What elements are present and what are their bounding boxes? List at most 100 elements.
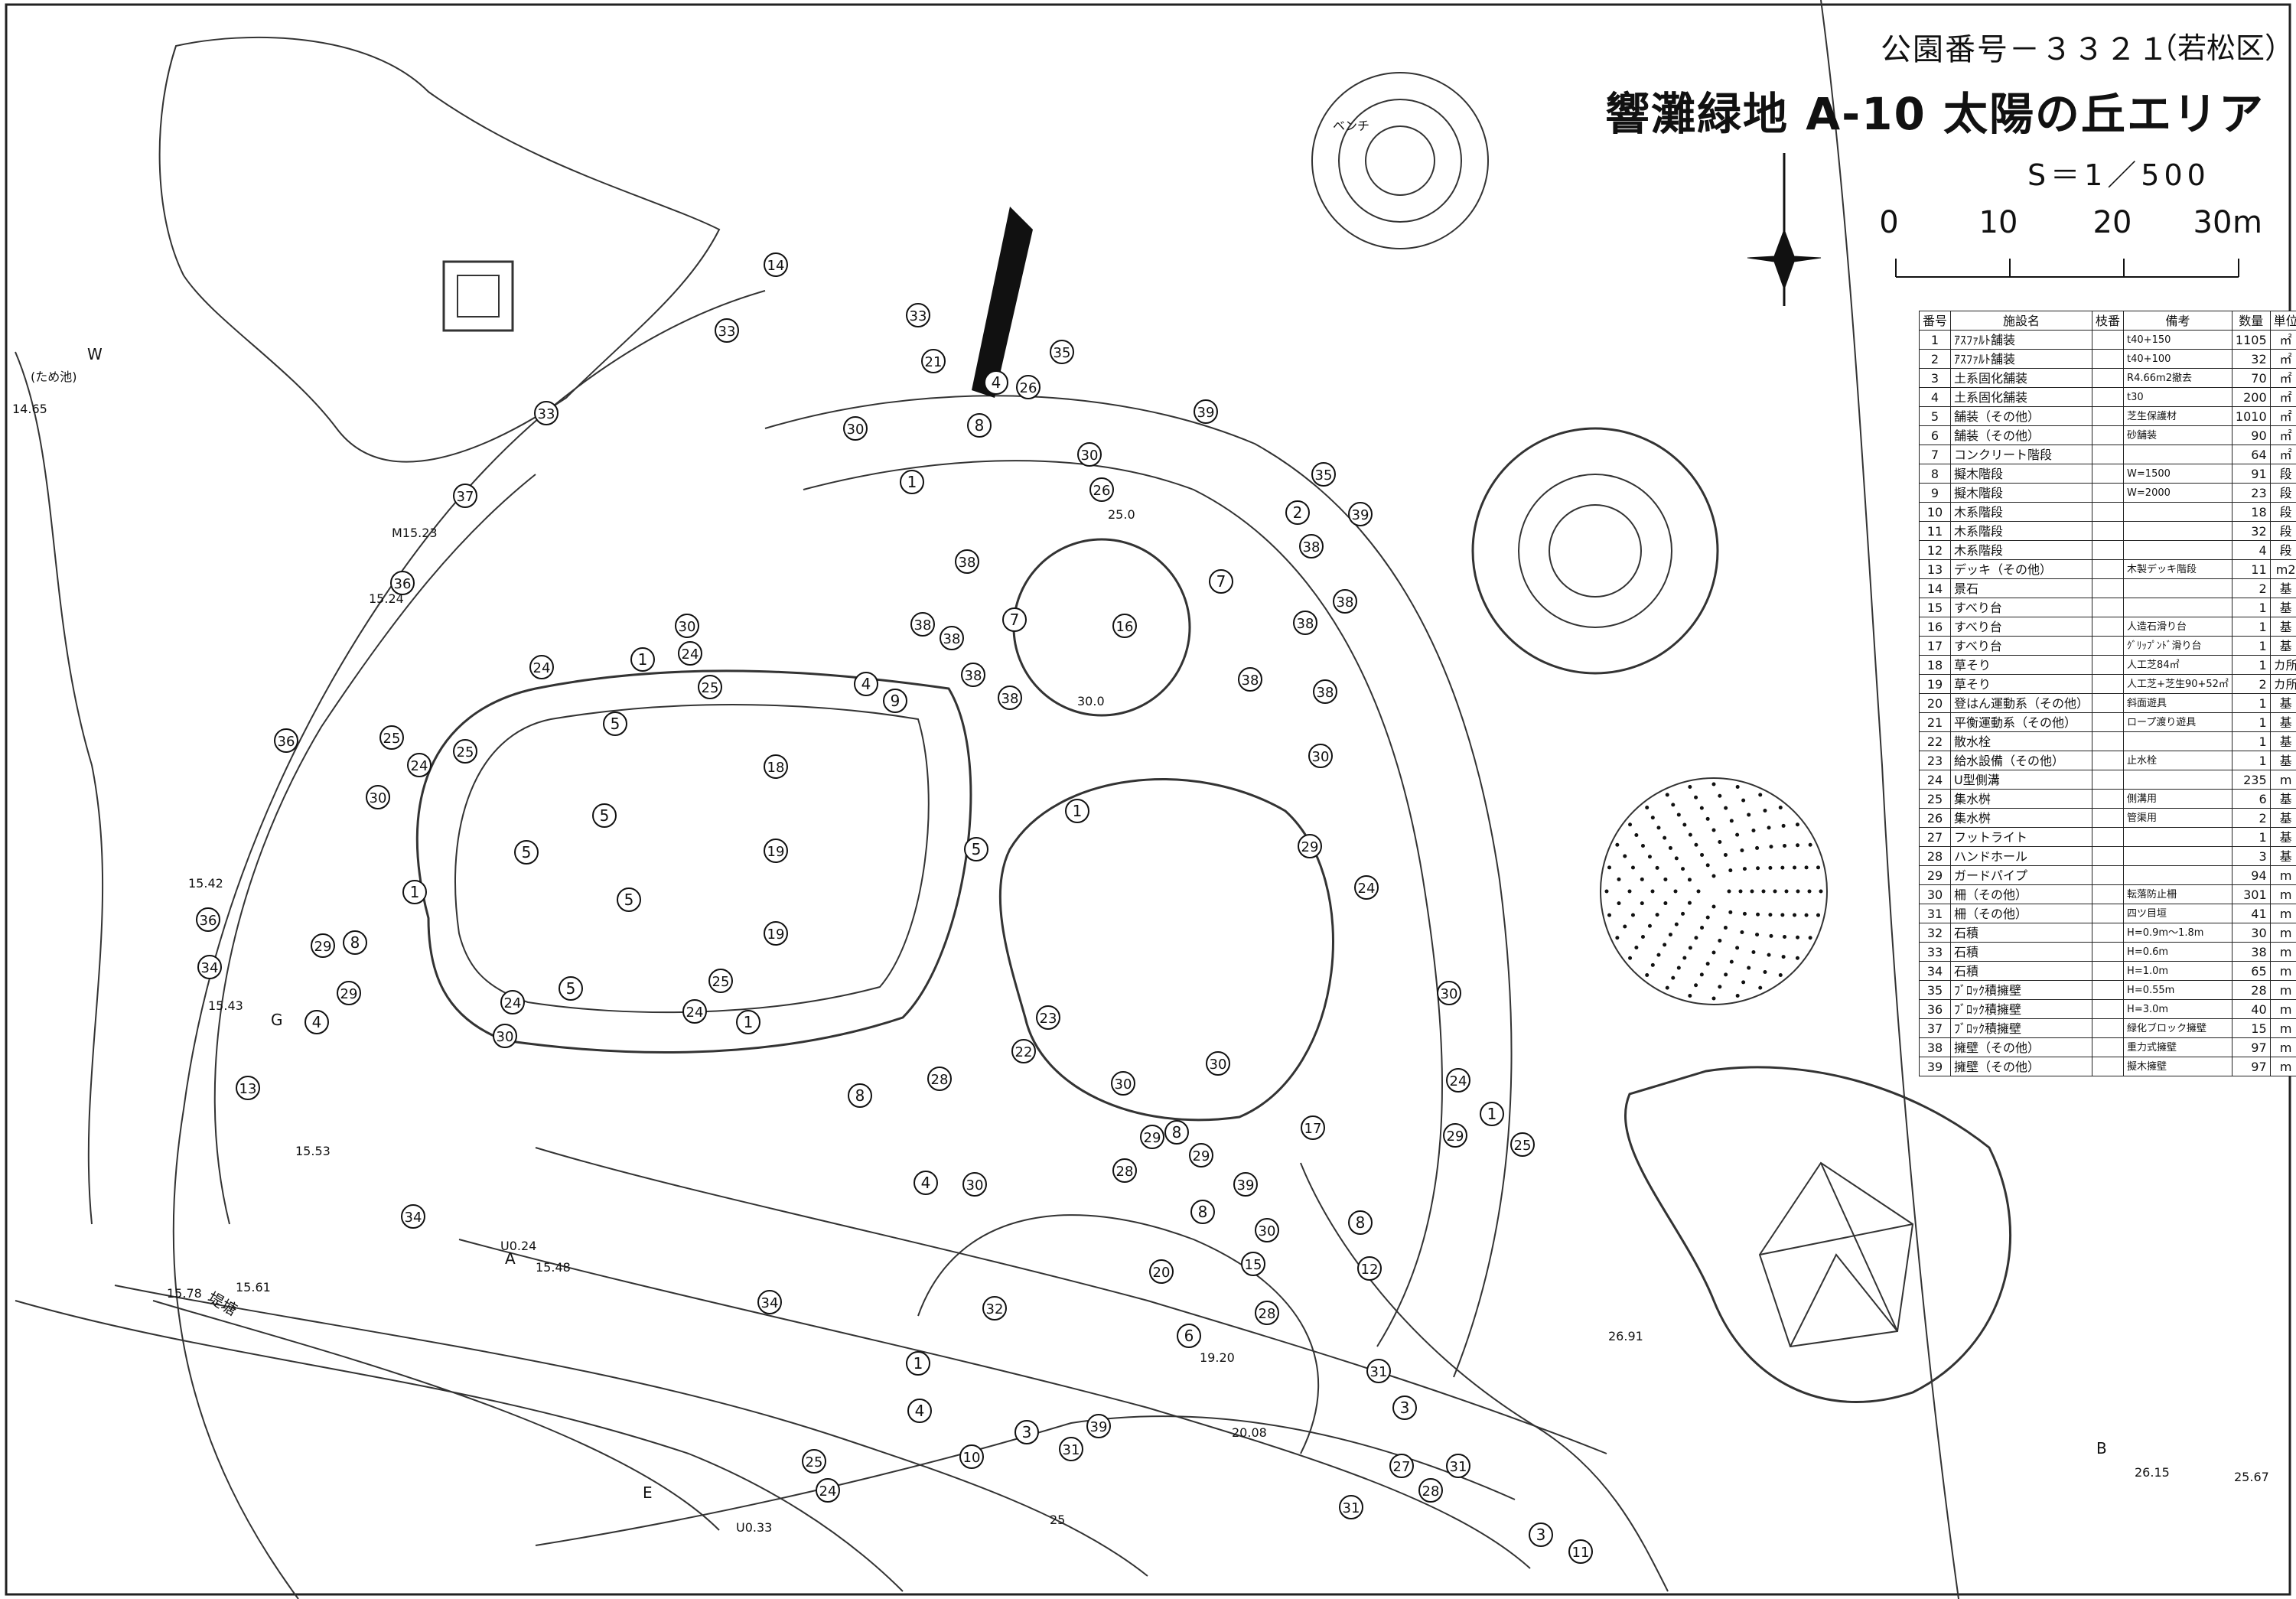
marker-circle [906,1351,930,1376]
marker-8: 8 [1190,1200,1215,1224]
lawn-dot [1671,975,1676,980]
marker-circle [1313,679,1337,704]
legend-cell-no: 31 [1918,904,1952,923]
lawn-dot [1767,826,1771,830]
marker-number: 30 [1115,1076,1132,1093]
lawn-dot [1604,889,1609,894]
legend-cell-qty: 2 [2231,578,2271,598]
marker-5: 5 [964,837,988,861]
lawn-dot [1627,889,1632,894]
marker-26: 26 [1016,375,1041,399]
legend-cell-unit: m [2269,980,2296,1000]
legend-cell-qty: 4 [2231,540,2271,560]
legend-cell-branch [2092,693,2125,713]
marker-31: 31 [1339,1495,1363,1519]
marker-number: 20 [1153,1265,1171,1281]
marker-number: 36 [394,576,412,592]
lawn-dot [1647,855,1652,859]
marker-number: 9 [891,692,900,710]
marker-circle [559,976,583,1001]
legend-cell-note: H=0.9m〜1.8m [2123,923,2232,943]
elev-label: 15.48 [536,1260,571,1275]
marker-38: 38 [1313,679,1337,704]
lawn-dot [1796,935,1800,940]
marker-28: 28 [1255,1301,1279,1325]
legend-cell-name: コンクリート階段 [1950,445,2093,464]
marker-circle [961,663,985,687]
lawn-dot [1735,946,1740,950]
lawn-dot [1711,950,1716,955]
lawn-dot [1705,915,1710,920]
marker-circle [617,887,641,912]
marker-number: 30 [1312,749,1330,765]
marker-number: 24 [682,646,699,663]
marker-1: 1 [900,470,924,494]
marker-20: 20 [1149,1259,1174,1284]
lawn-dot [1735,832,1740,837]
legend-cell-no: 33 [1918,942,1952,962]
marker-number: 38 [1001,691,1019,707]
marker-8: 8 [848,1083,872,1108]
marker-circle [854,672,878,696]
lawn-dot [1795,956,1799,960]
marker-9: 9 [883,689,907,713]
legend-cell-no: 7 [1918,445,1952,464]
marker-number: 1 [1487,1105,1497,1123]
marker-30: 30 [1206,1051,1230,1076]
legend-cell-qty: 18 [2231,502,2271,522]
marker-39: 39 [1233,1172,1258,1197]
lawn-dot [1755,845,1760,850]
marker-number: 17 [1304,1121,1322,1137]
lawn-dot [1688,993,1692,998]
lawn-dot [1740,848,1744,853]
legend-cell-no: 28 [1918,846,1952,866]
marker-number: 11 [1572,1545,1590,1561]
legend-cell-note: t40+150 [2123,330,2232,350]
marker-1: 1 [736,1010,760,1034]
lawn-dot [1735,993,1740,998]
legend-cell-branch [2092,731,2125,751]
legend-cell-name: 登はん運動系（その他） [1950,693,2093,713]
legend-cell-no: 22 [1918,731,1952,751]
marker-number: 25 [702,680,719,696]
marker-38: 38 [910,612,935,637]
marker-21: 21 [921,349,946,373]
legend-cell-note: R4.66m2撤去 [2123,368,2232,388]
marker-number: 31 [1343,1500,1360,1516]
marker-number: 28 [1116,1164,1134,1180]
marker-17: 17 [1301,1115,1325,1140]
lawn-dot [1751,950,1756,955]
lawn-dot [1718,793,1722,798]
lawn-dot [1711,996,1716,1001]
marker-12: 12 [1357,1256,1382,1281]
legend-cell-note: 管渠用 [2123,808,2232,828]
legend-cell-unit: カ所 [2269,674,2296,694]
legend-cell-unit: m [2269,1057,2296,1076]
marker-number: 7 [1010,611,1020,629]
lawn-dot [1663,901,1668,906]
marker-circle [1311,462,1336,487]
legend-cell-qty: 235 [2231,770,2271,790]
marker-10: 10 [959,1444,984,1469]
legend-cell-branch [2092,827,2125,847]
legend-cell-no: 1 [1918,330,1952,350]
legend-cell-no: 11 [1918,521,1952,541]
marker-number: 3 [1022,1423,1032,1441]
marker-circle [764,252,788,277]
marker-30: 30 [366,785,390,809]
marker-35: 35 [1311,462,1336,487]
marker-number: 29 [1301,839,1319,855]
legend-cell-note: ロープ渡り遊具 [2123,712,2232,732]
legend-cell-branch [2092,942,2125,962]
legend-cell-qty: 1 [2231,598,2271,617]
